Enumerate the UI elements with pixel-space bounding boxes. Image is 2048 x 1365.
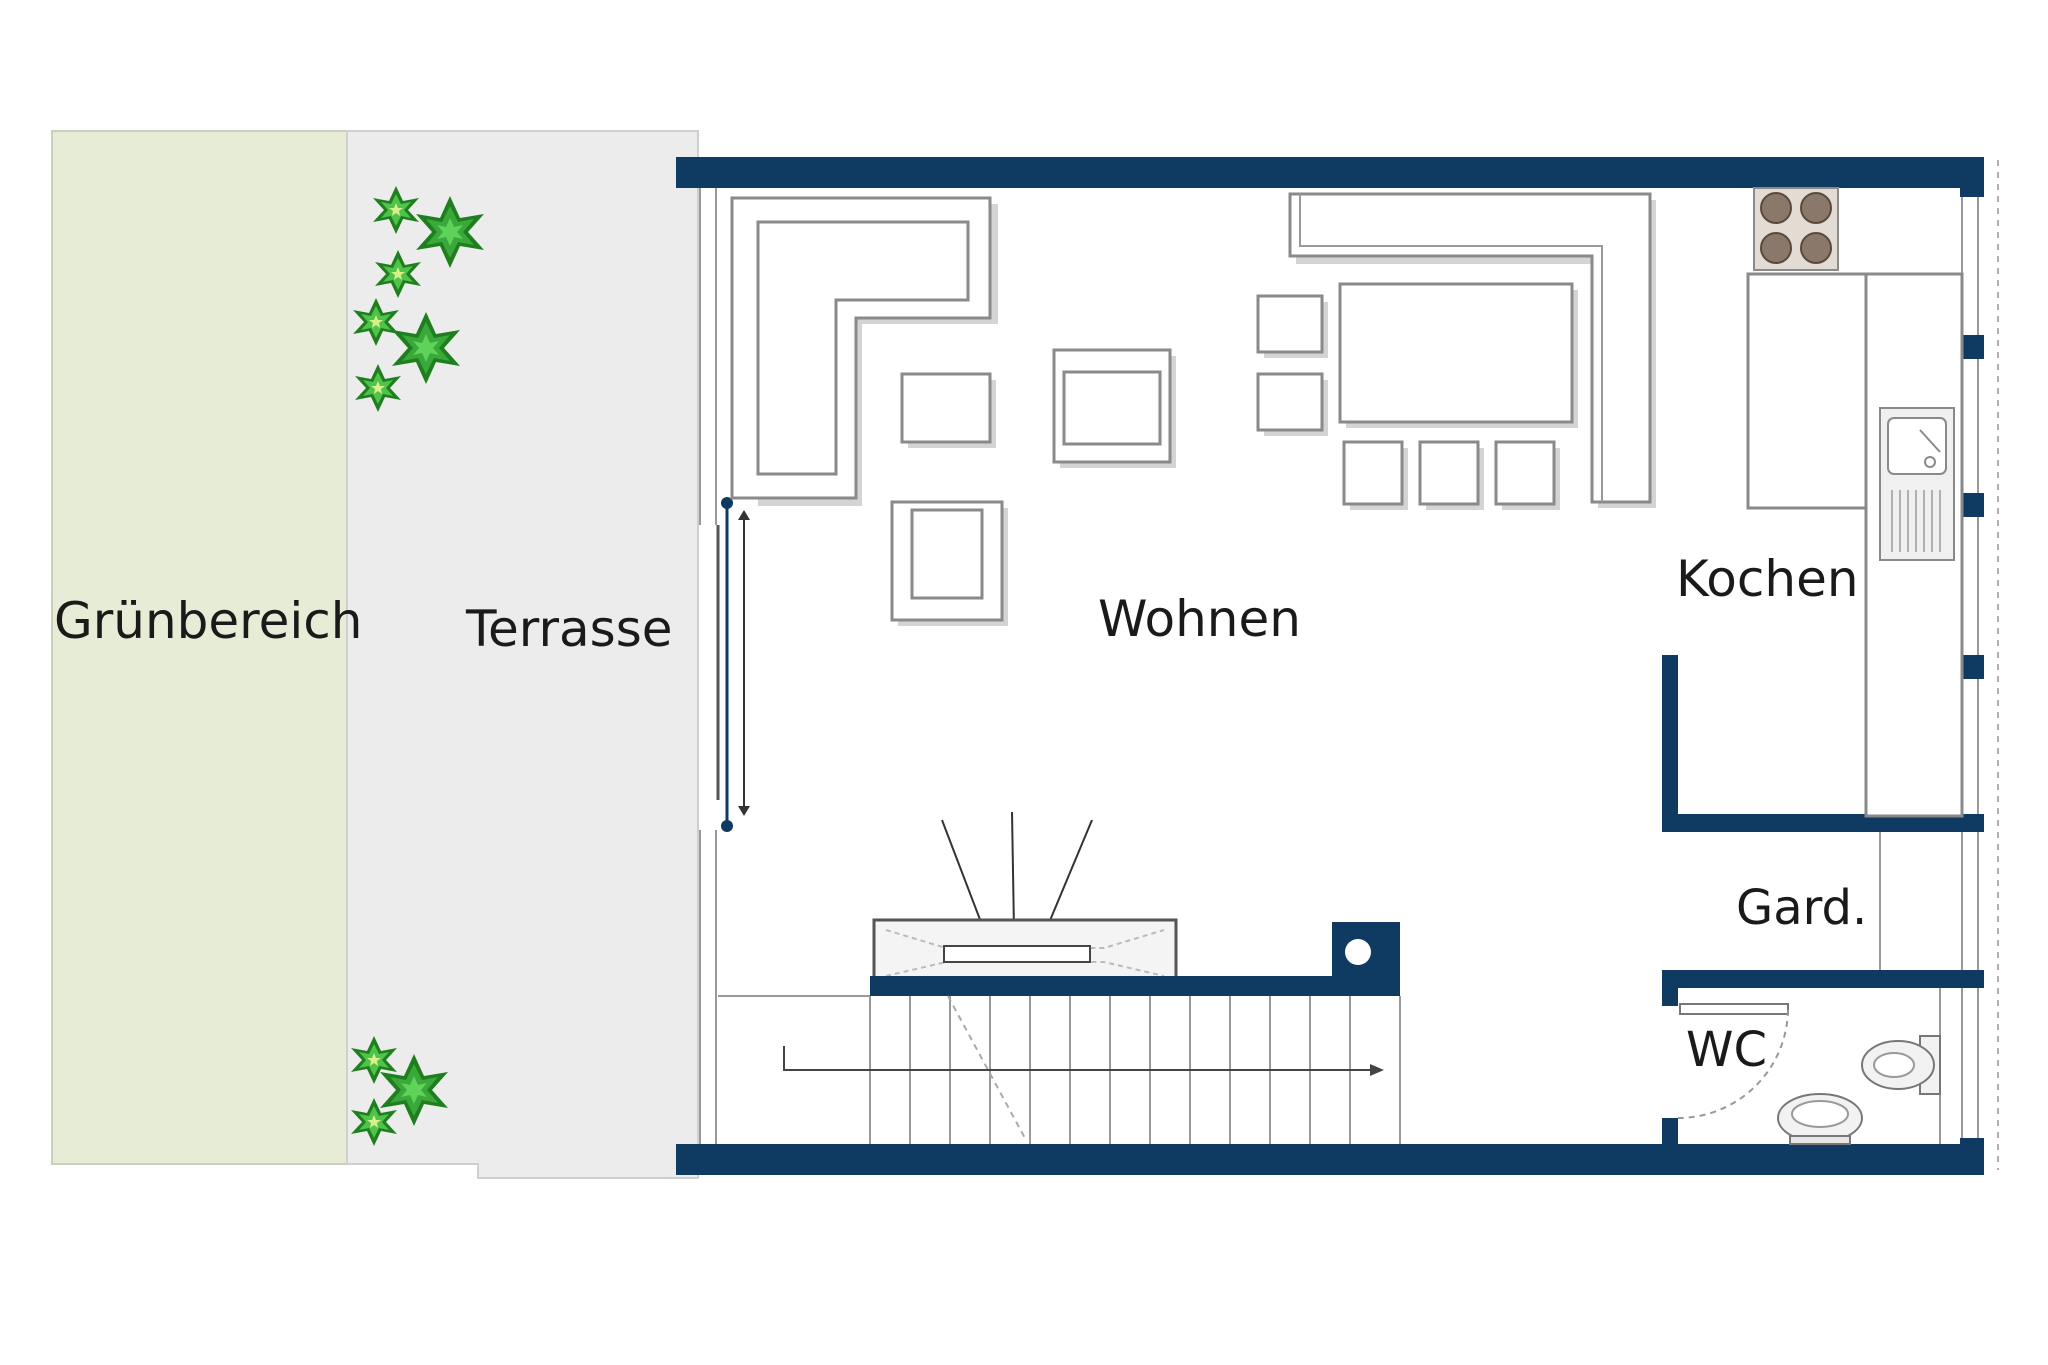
wall-right-bottom bbox=[1960, 1138, 1984, 1175]
green-area bbox=[51, 130, 348, 1165]
dining-table bbox=[1338, 282, 1578, 428]
label-green-area: Grünbereich bbox=[54, 592, 362, 650]
wall-wc-stub bbox=[1662, 1118, 1678, 1148]
wall-bottom bbox=[676, 1144, 1984, 1175]
armchair bbox=[890, 500, 1008, 626]
wall-wc-horizontal bbox=[1662, 970, 1984, 988]
wc-door bbox=[1677, 1003, 1789, 1119]
armchair bbox=[1052, 348, 1176, 468]
terrace-area bbox=[346, 130, 699, 1179]
window-post bbox=[1960, 335, 1984, 359]
dining-chair bbox=[1494, 440, 1560, 510]
window-post bbox=[1960, 493, 1984, 517]
wall-kitchen-horizontal bbox=[1662, 814, 1984, 832]
coffee-table bbox=[900, 372, 996, 448]
kitchen-counter bbox=[1288, 192, 1656, 508]
label-kitchen: Kochen bbox=[1676, 550, 1859, 608]
chimney bbox=[1332, 922, 1400, 996]
window-post bbox=[1960, 655, 1984, 679]
dining-chair bbox=[1256, 372, 1328, 436]
wall-right-top bbox=[1960, 157, 1984, 197]
staircase bbox=[718, 995, 1401, 1144]
wall-top bbox=[676, 157, 1984, 188]
label-wc: WC bbox=[1686, 1022, 1767, 1078]
dining-chair bbox=[1418, 440, 1484, 510]
label-terrace: Terrasse bbox=[465, 600, 673, 658]
sink-icon bbox=[1879, 407, 1955, 561]
fireplace-icon bbox=[872, 811, 1178, 986]
wall-stair bbox=[870, 976, 1400, 996]
toilet-icon bbox=[1861, 1035, 1941, 1095]
label-wardrobe: Gard. bbox=[1736, 880, 1867, 936]
label-living: Wohnen bbox=[1098, 590, 1301, 648]
stove-icon bbox=[1753, 187, 1839, 271]
dining-chair bbox=[1342, 440, 1408, 510]
sofa bbox=[730, 196, 998, 506]
wall-kitchen-vertical bbox=[1662, 655, 1678, 830]
washbasin-icon bbox=[1777, 1093, 1863, 1145]
dining-chair bbox=[1256, 294, 1328, 358]
sliding-door bbox=[716, 497, 750, 832]
wall-wc-vertical bbox=[1662, 970, 1678, 1006]
